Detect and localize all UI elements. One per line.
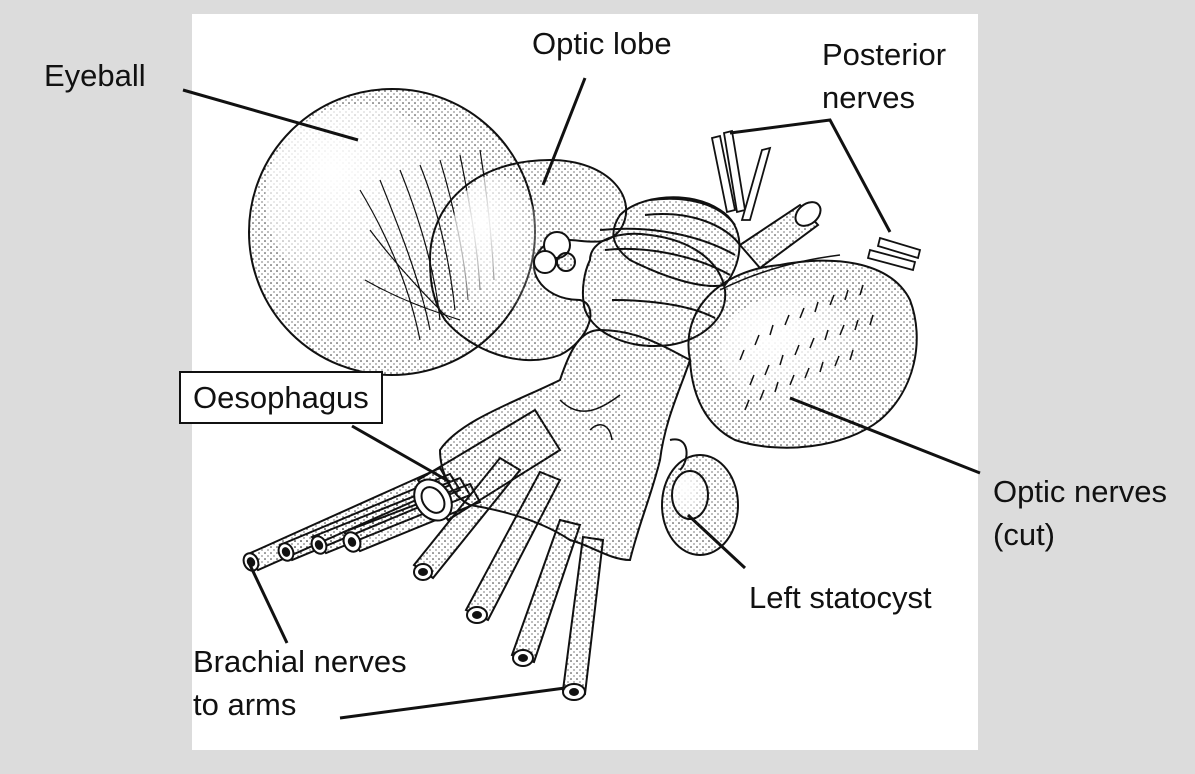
leader-posterior-nerves [729,118,892,233]
leader-brachial-lower [339,686,566,720]
leader-left-statocyst [686,513,747,570]
optic-lobe-knob [533,231,576,274]
leader-optic-lobe [541,77,587,186]
posterior-nerves [710,129,922,272]
label-brachial-nerves: Brachial nerves to arms [193,640,407,726]
label-left-statocyst: Left statocyst [749,580,932,615]
left-statocyst [661,438,739,556]
leader-optic-nerves [789,396,981,475]
label-posterior-nerves-line2: nerves [822,80,916,115]
optic-stalk-cut [738,201,822,270]
subesophageal-mass [438,328,692,562]
label-optic-lobe: Optic lobe [532,26,672,61]
leader-eyeball [182,88,359,142]
label-oesophagus: Oesophagus [179,371,383,424]
leader-brachial-upper [248,564,289,644]
label-optic-nerves-line2: (cut) [993,517,1055,552]
label-posterior-nerves: Posterior nerves [822,33,946,119]
supraesophageal-brain [581,196,741,347]
label-posterior-nerves-line1: Posterior [822,37,947,72]
label-eyeball: Eyeball [44,58,146,93]
label-optic-nerves-line1: Optic nerves [993,474,1168,509]
label-brachial-nerves-line2: to arms [193,687,297,722]
label-brachial-nerves-line1: Brachial nerves [193,644,407,679]
cut-optic-nerve-stubs [739,284,874,411]
leader-lines [182,77,981,720]
optic-lobe-right [687,259,918,449]
leader-oesophagus [351,424,451,484]
label-optic-nerves: Optic nerves (cut) [993,470,1167,556]
